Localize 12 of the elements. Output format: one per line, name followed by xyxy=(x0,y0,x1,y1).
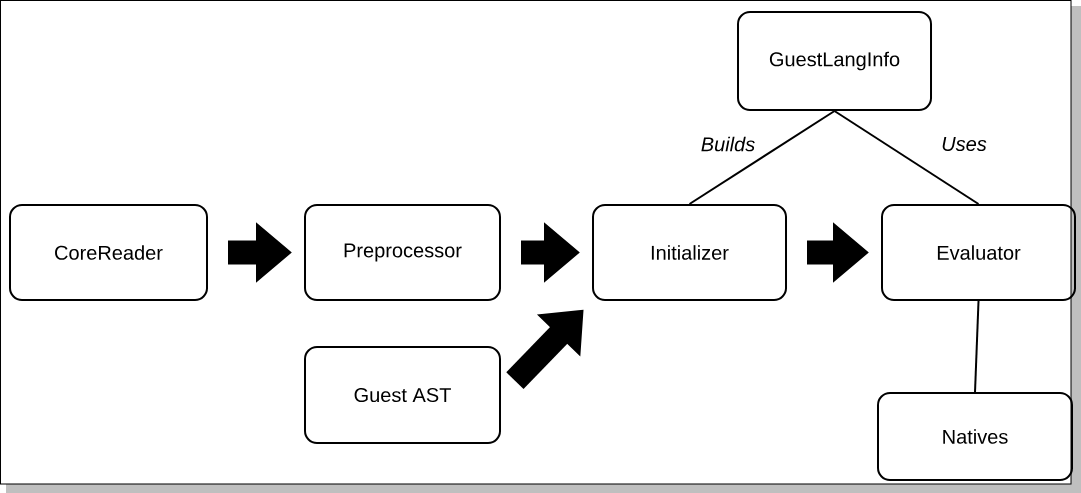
process-box: Initializer xyxy=(592,204,787,301)
process-box: CoreReader xyxy=(9,204,208,301)
process-box: Evaluator xyxy=(881,204,1076,301)
connector-line xyxy=(833,110,980,205)
process-box: Guest AST xyxy=(304,346,501,444)
connector-line xyxy=(974,300,980,393)
edge-label: Builds xyxy=(701,136,755,152)
edge-label: Uses xyxy=(942,137,987,151)
process-box: GuestLangInfo xyxy=(737,11,932,111)
process-box: Preprocessor xyxy=(304,204,501,301)
process-box: Natives xyxy=(877,392,1073,481)
connector-line xyxy=(688,110,836,205)
